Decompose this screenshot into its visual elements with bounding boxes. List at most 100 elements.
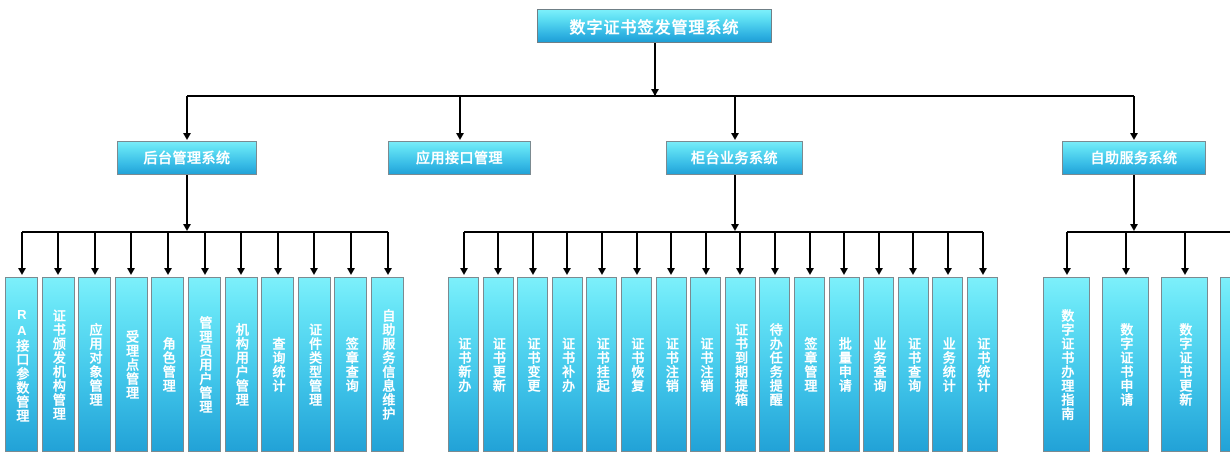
group-stem-arrow-backend [183,224,191,231]
leaf-node-counter-10[interactable]: 签章管理 [794,277,825,452]
branch-node-selfservice[interactable]: 自助服务系统 [1062,141,1206,175]
leaf-drop-arrow-selfservice-0 [1062,268,1071,275]
leaf-drop-arrow-backend-7 [273,268,282,275]
root-node-label: 数字证书签发管理系统 [569,20,740,37]
leaf-drop-counter-8 [739,232,742,270]
leaf-drop-counter-14 [946,232,949,270]
group-stem-selfservice [1133,175,1135,225]
leaf-node-selfservice-2-label: 数字证书更新 [1177,322,1193,407]
leaf-drop-arrow-counter-11 [840,268,849,275]
leaf-node-selfservice-0-label: 数字证书办理指南 [1059,308,1075,421]
leaf-node-backend-7[interactable]: 查询统计 [261,277,295,452]
group-bus-selfservice [1066,231,1230,233]
group-stem-arrow-counter [730,224,739,231]
leaf-drop-selfservice-0 [1065,232,1068,270]
leaf-drop-arrow-selfservice-1 [1121,268,1130,275]
leaf-node-backend-10-label: 自助服务信息维护 [380,308,396,421]
leaf-node-counter-8[interactable]: 证书到期提箱 [724,277,756,452]
leaf-node-backend-8-label: 证件类型管理 [307,322,323,407]
leaf-drop-backend-6 [240,232,243,270]
leaf-node-counter-8-label: 证书到期提箱 [733,322,749,407]
leaf-drop-backend-2 [93,232,96,270]
leaf-node-counter-3[interactable]: 证书补办 [551,277,583,452]
leaf-node-backend-0[interactable]: RA接口参数管理 [5,277,38,452]
level2-drop-arrow-api [455,133,464,140]
leaf-node-counter-6-label: 证书注销 [663,336,679,393]
level2-drop-selfservice [1133,96,1135,134]
leaf-node-counter-9[interactable]: 待办任务提醒 [759,277,791,452]
leaf-node-counter-4[interactable]: 证书挂起 [586,277,618,452]
level2-drop-counter [733,96,736,134]
leaf-node-counter-12[interactable]: 业务查询 [863,277,895,452]
leaf-node-counter-10-label: 签章管理 [802,336,818,393]
leaf-node-counter-14[interactable]: 业务统计 [932,277,964,452]
leaf-node-counter-6[interactable]: 证书注销 [655,277,687,452]
leaf-node-counter-7[interactable]: 证书注销 [690,277,722,452]
leaf-node-counter-15-label: 证书统计 [975,336,991,393]
leaf-node-counter-11[interactable]: 批量申请 [828,277,860,452]
leaf-node-counter-0-label: 证书新办 [456,336,472,393]
leaf-node-selfservice-1[interactable]: 数字证书申请 [1102,277,1149,452]
leaf-node-backend-1[interactable]: 证书颁发机构管理 [41,277,75,452]
leaf-node-backend-3-label: 受理点管理 [124,329,140,400]
leaf-node-backend-10[interactable]: 自助服务信息维护 [371,277,404,452]
leaf-node-counter-4-label: 证书挂起 [594,336,610,393]
leaf-drop-counter-13 [912,232,915,270]
leaf-node-backend-6[interactable]: 机构用户管理 [224,277,258,452]
leaf-drop-arrow-counter-3 [563,268,572,275]
leaf-drop-counter-12 [877,232,880,270]
leaf-node-selfservice-1-label: 数字证书申请 [1118,322,1134,407]
leaf-node-counter-9-label: 待办任务提醒 [767,322,783,407]
level2-drop-backend [186,96,188,134]
leaf-node-selfservice-2[interactable]: 数字证书更新 [1161,277,1208,452]
branch-node-counter-label: 柜台业务系统 [691,150,778,166]
leaf-node-counter-13[interactable]: 证书查询 [897,277,929,452]
leaf-node-counter-2[interactable]: 证书变更 [517,277,549,452]
leaf-drop-arrow-counter-12 [874,268,883,275]
root-stem [653,43,656,96]
group-stem-arrow-selfservice [1130,224,1138,231]
leaf-drop-arrow-backend-0 [17,268,26,275]
leaf-drop-backend-10 [386,232,389,270]
leaf-node-selfservice-3[interactable]: 数字证书状态查询 [1220,277,1230,452]
leaf-drop-counter-9 [773,232,776,270]
leaf-drop-arrow-counter-2 [528,268,537,275]
leaf-drop-backend-7 [276,232,279,270]
leaf-node-counter-12-label: 业务查询 [871,336,887,393]
leaf-node-backend-2[interactable]: 应用对象管理 [78,277,112,452]
leaf-drop-backend-0 [20,232,23,270]
leaf-node-counter-0[interactable]: 证书新办 [448,277,479,452]
leaf-node-counter-5-label: 证书恢复 [629,336,645,393]
leaf-drop-counter-5 [635,232,638,270]
leaf-node-counter-13-label: 证书查询 [906,336,922,393]
leaf-node-backend-4-label: 角色管理 [160,336,176,393]
root-stem-arrow [650,89,659,96]
leaf-drop-arrow-backend-4 [163,268,172,275]
leaf-node-backend-8[interactable]: 证件类型管理 [297,277,331,452]
leaf-node-counter-1[interactable]: 证书更新 [482,277,514,452]
leaf-node-backend-9[interactable]: 签章查询 [334,277,368,452]
leaf-node-counter-15[interactable]: 证书统计 [967,277,998,452]
level2-drop-arrow-backend [183,133,191,140]
leaf-node-backend-5[interactable]: 管理员用户管理 [188,277,221,452]
leaf-drop-backend-9 [349,232,352,270]
leaf-node-counter-14-label: 业务统计 [940,336,956,393]
leaf-node-backend-3[interactable]: 受理点管理 [114,277,148,452]
leaf-node-counter-5[interactable]: 证书恢复 [621,277,652,452]
branch-node-counter[interactable]: 柜台业务系统 [666,141,803,175]
leaf-drop-arrow-backend-2 [90,268,99,275]
leaf-drop-arrow-counter-6 [667,268,676,275]
leaf-drop-arrow-counter-10 [805,268,814,275]
root-node[interactable]: 数字证书签发管理系统 [537,9,772,43]
leaf-drop-arrow-backend-8 [310,268,319,275]
leaf-drop-counter-11 [843,232,846,270]
leaf-node-counter-2-label: 证书变更 [525,336,541,393]
level2-drop-arrow-counter [730,133,739,140]
leaf-node-selfservice-0[interactable]: 数字证书办理指南 [1043,277,1090,452]
leaf-drop-arrow-counter-8 [736,268,745,275]
leaf-drop-arrow-backend-9 [346,268,355,275]
leaf-node-backend-4[interactable]: 角色管理 [151,277,185,452]
branch-node-api[interactable]: 应用接口管理 [388,141,531,175]
leaf-node-backend-0-label: RA接口参数管理 [14,306,30,423]
branch-node-backend[interactable]: 后台管理系统 [117,141,257,175]
